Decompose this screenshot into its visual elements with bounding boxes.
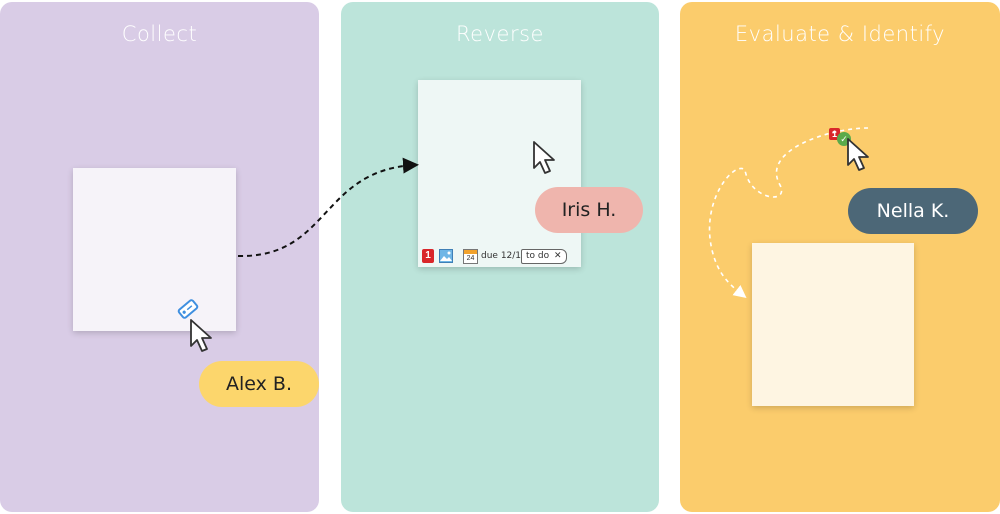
column-title-evaluate: Evaluate & Identify (734, 22, 946, 46)
column-reverse: Reverse 1 24 due 12/1 to do ✕ Iris H. (341, 2, 659, 512)
priority-badge: 1 (422, 249, 434, 263)
cursor-iris-icon (531, 140, 561, 178)
column-evaluate: Evaluate & Identify 1 ✓ Nella K. (680, 2, 1000, 512)
tag-icon (175, 296, 201, 322)
calendar-day: 24 (466, 255, 475, 262)
column-collect: Collect Alex B. (0, 2, 319, 512)
sticky-note-reverse[interactable] (418, 80, 581, 267)
user-pill-iris: Iris H. (535, 187, 643, 233)
close-icon[interactable]: ✕ (554, 251, 562, 261)
cursor-alex-icon (188, 318, 218, 356)
cursor-nella-icon (845, 137, 875, 175)
column-title-reverse: Reverse (456, 22, 544, 46)
image-icon (439, 249, 453, 263)
sticky-note-evaluate[interactable] (752, 243, 914, 406)
column-title-collect: Collect (121, 22, 198, 46)
user-pill-alex: Alex B. (199, 361, 319, 407)
due-date: due 12/1 (481, 251, 522, 261)
status-tag[interactable]: to do ✕ (521, 249, 567, 264)
status-label: to do (526, 251, 550, 261)
calendar-icon: 24 (463, 249, 478, 264)
sticky-note-collect[interactable] (73, 168, 236, 331)
user-pill-nella: Nella K. (848, 188, 978, 234)
